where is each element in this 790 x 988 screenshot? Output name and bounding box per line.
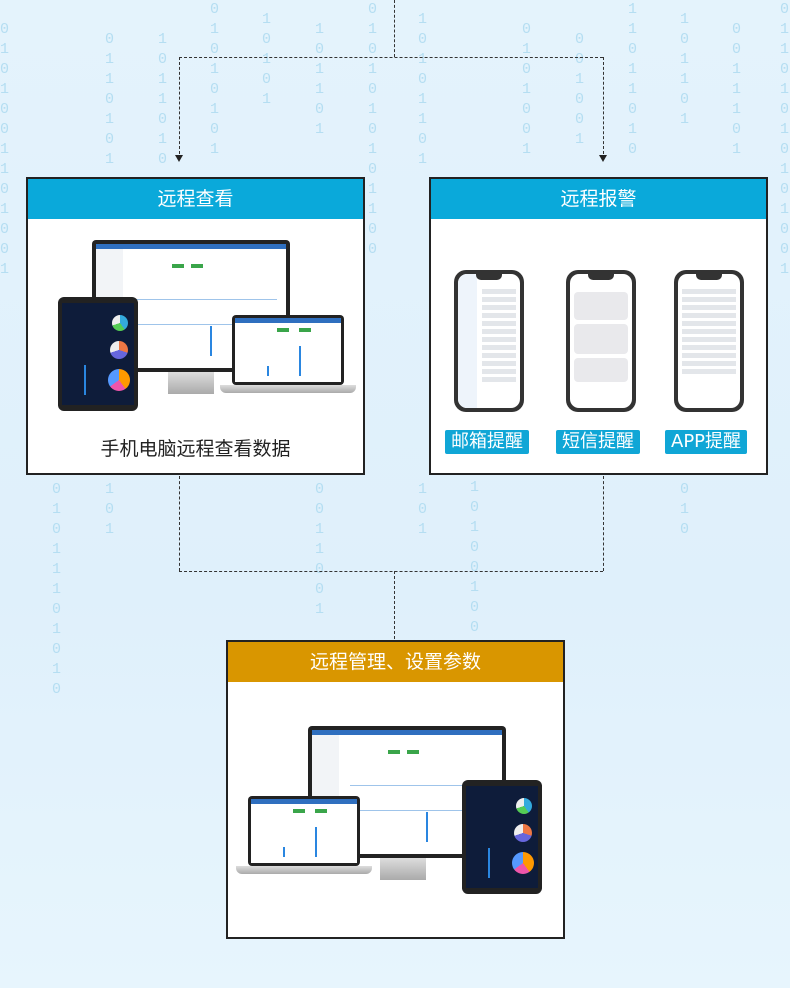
- phone-app-screen: [674, 270, 744, 412]
- phone-sms-screen: [566, 270, 636, 412]
- arrow-down-icon: [599, 155, 607, 162]
- arrow-down-icon: [175, 155, 183, 162]
- panel-title: 远程报警: [431, 179, 766, 219]
- connector: [179, 571, 603, 572]
- badge-email-alert: 邮箱提醒: [445, 430, 529, 454]
- connector: [603, 57, 604, 154]
- phone-email-screen: [454, 270, 524, 412]
- connector: [179, 57, 603, 58]
- panel-title: 远程管理、设置参数: [228, 642, 563, 682]
- panel-remote-alarm: 远程报警 邮箱提醒 短信提醒 APP提醒: [429, 177, 768, 475]
- panel-caption: 手机电脑远程查看数据: [100, 438, 291, 460]
- connector: [394, 571, 395, 639]
- panel-remote-manage: 远程管理、设置参数: [226, 640, 565, 939]
- connector: [394, 0, 395, 57]
- connector: [179, 476, 180, 571]
- badge-app-alert: APP提醒: [665, 430, 748, 454]
- connector: [603, 476, 604, 571]
- panel-remote-view: 远程查看 手机电脑远程查看数据: [26, 177, 365, 475]
- panel-title: 远程查看: [28, 179, 363, 219]
- badge-sms-alert: 短信提醒: [556, 430, 640, 454]
- connector: [179, 57, 180, 154]
